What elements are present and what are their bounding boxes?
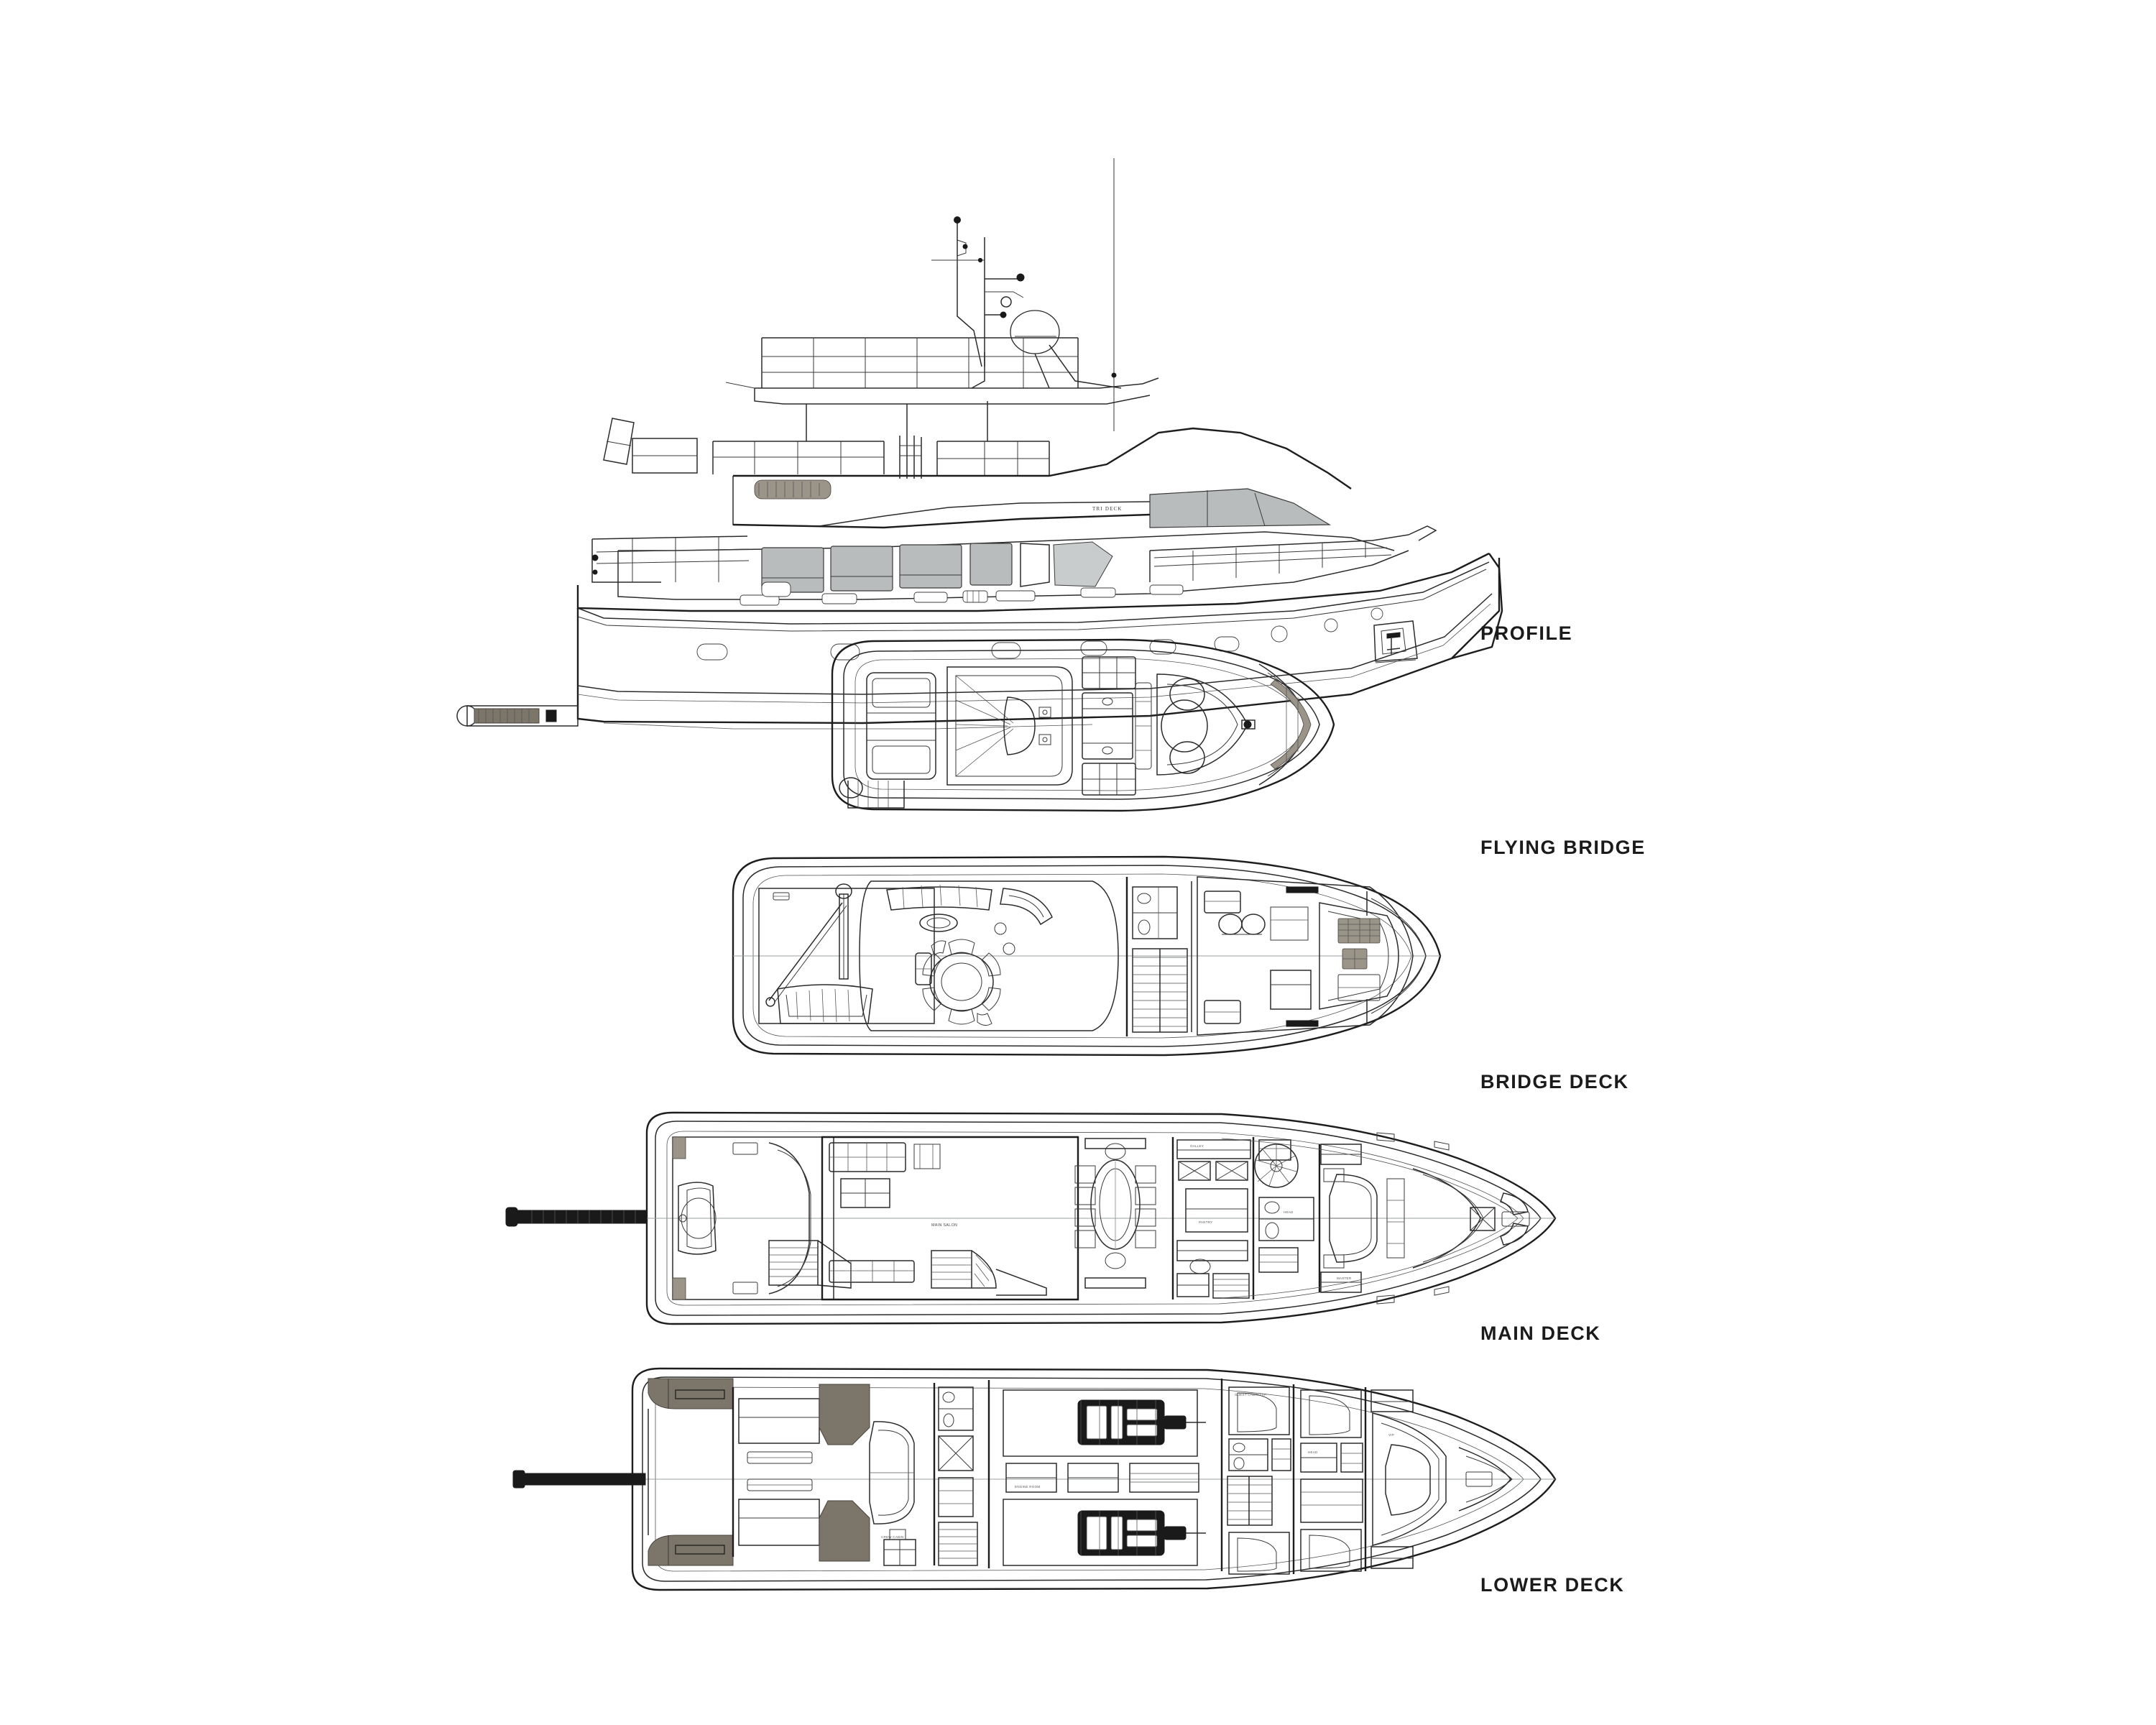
flybridge-outline [831, 638, 1335, 812]
view-profile: TRI DECK [456, 151, 1617, 730]
vip-label: VIP [1388, 1433, 1394, 1437]
view-main-deck: MAIN SALON [505, 1100, 1610, 1337]
deck-fittings [740, 581, 1184, 606]
main-deck-galley: GALLEY PANTRY [1171, 1137, 1255, 1300]
profile-boat-deck [603, 401, 1050, 479]
engine-port [1077, 1399, 1206, 1445]
profile-main-deck-house [617, 525, 1437, 600]
main-deck-aft-cockpit [672, 1136, 852, 1300]
flybridge-helm [1156, 673, 1256, 776]
dining-chairs-main [1074, 1143, 1156, 1269]
lower-deck-shaft-line [512, 1470, 646, 1489]
pantry-label: PANTRY [1199, 1220, 1212, 1224]
main-deck-dining [1074, 1138, 1156, 1289]
main-deck-foyer: HEAD [1254, 1139, 1314, 1273]
flybridge-arch-and-rail [1258, 663, 1312, 786]
profile-cockpit-aft [591, 535, 750, 583]
lower-deck-lazarette [732, 1387, 820, 1557]
engine-room-label: ENGINE ROOM [1015, 1485, 1040, 1489]
bridge-deck-dining [922, 939, 1001, 1026]
view-flying-bridge [819, 632, 1365, 819]
view-bridge-deck [719, 848, 1466, 1064]
profile-hull [456, 552, 1503, 730]
swim-platform [456, 705, 579, 727]
bridge-deck-aft-deck [758, 883, 935, 1024]
lower-deck-guest-cabins: GUEST CABIN TYP. [1227, 1384, 1367, 1575]
engine-starboard [1077, 1510, 1206, 1556]
lower-deck-crew: CREW CABIN [819, 1383, 978, 1566]
lower-deck-swim-platform [648, 1378, 734, 1566]
anchor-pocket [1373, 620, 1418, 663]
label-flying-bridge: FLYING BRIDGE [1480, 837, 1646, 858]
salon-label: MAIN SALON [931, 1223, 957, 1228]
main-deck-salon: MAIN SALON [821, 1136, 1079, 1301]
main-deck-master: MASTER [1318, 1144, 1405, 1293]
lower-deck-vip: VIP [1370, 1389, 1513, 1569]
profile-flybridge [725, 337, 1159, 405]
view-lower-deck: CREW CABIN [512, 1358, 1610, 1603]
profile-mast-and-arch [931, 158, 1122, 431]
bridge-deck-wheelhouse [1197, 876, 1427, 1036]
flybridge-stairs [839, 777, 905, 809]
bridge-deck-skylounge [859, 880, 1119, 1031]
main-deck-passerelle [505, 1207, 648, 1227]
galley-label: GALLEY [1190, 1144, 1204, 1148]
lower-deck-engine-room: ENGINE ROOM [987, 1379, 1223, 1571]
main-deck-foredeck [1221, 1132, 1530, 1305]
head-label-lower: HEAD [1308, 1450, 1318, 1454]
dining-chairs [922, 939, 1001, 1026]
label-main-deck: MAIN DECK [1480, 1322, 1601, 1344]
bridge-deck-stair-and-head [1125, 877, 1192, 1036]
label-lower-deck: LOWER DECK [1480, 1574, 1625, 1596]
flybridge-wetbar [1082, 656, 1152, 796]
portholes [696, 607, 1383, 661]
day-head-label: HEAD [1284, 1210, 1294, 1214]
label-bridge-deck: BRIDGE DECK [1480, 1071, 1629, 1092]
hull-nameplate: TRI DECK [1092, 506, 1123, 512]
profile-superstructure: TRI DECK [732, 427, 1352, 529]
flybridge-settee-and-table [946, 666, 1073, 786]
crew-cabin-label: CREW CABIN [881, 1535, 903, 1539]
flybridge-aft-sunpad [866, 672, 936, 780]
guest-cabin-label: GUEST CABIN TYP. [1235, 1393, 1267, 1397]
main-deck-hull-outline [618, 1111, 1557, 1325]
label-profile: PROFILE [1480, 622, 1573, 644]
master-label: MASTER [1337, 1276, 1352, 1280]
